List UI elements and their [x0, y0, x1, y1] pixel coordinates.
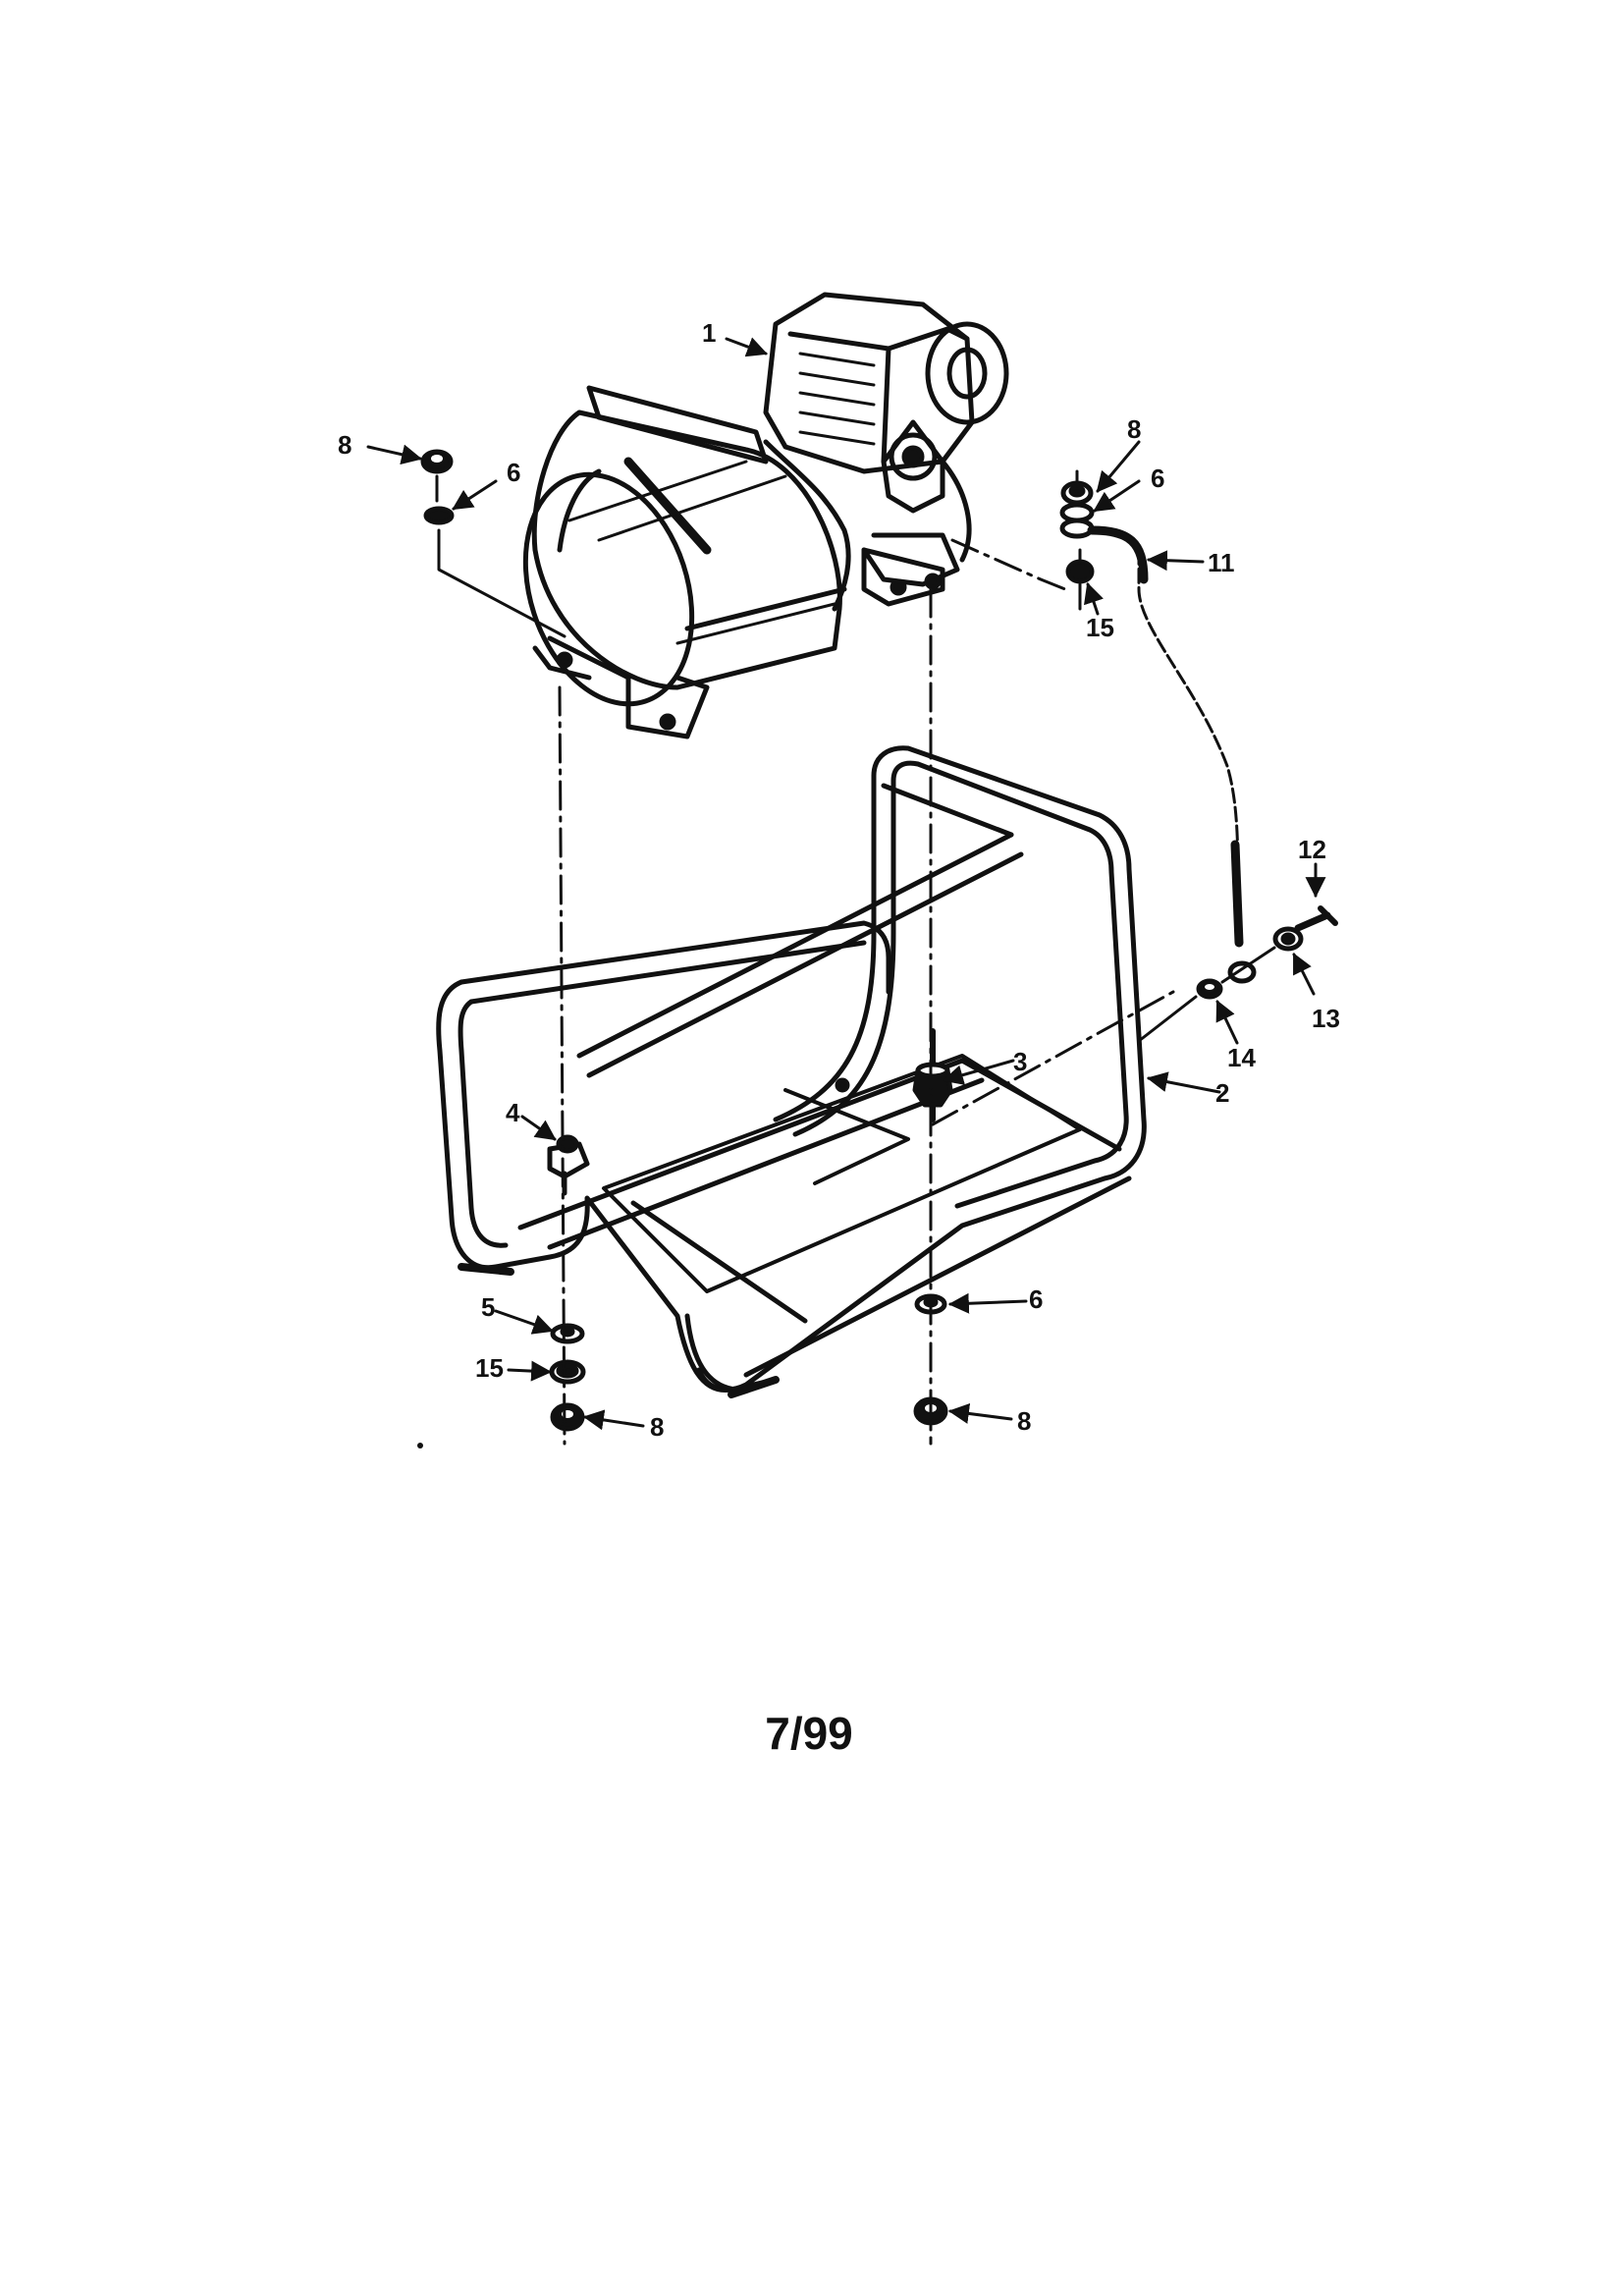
callout-6-top-right: 6 — [1151, 464, 1164, 493]
engine-generator-assembly — [522, 292, 1009, 739]
stray-mark — [417, 1443, 423, 1449]
callout-12: 12 — [1298, 835, 1326, 864]
callout-leaders — [366, 337, 1326, 1431]
page-code: 7/99 — [765, 1708, 853, 1759]
callout-14: 14 — [1227, 1043, 1256, 1072]
callout-numbers: 1 2 3 4 5 6 6 6 8 8 8 8 11 12 13 14 15 1… — [338, 318, 1340, 1442]
callout-13: 13 — [1312, 1004, 1340, 1033]
callout-8-bottom-right: 8 — [1017, 1406, 1031, 1436]
callout-5: 5 — [481, 1292, 495, 1322]
callout-8-bottom-left: 8 — [650, 1412, 664, 1442]
callout-6-top-left: 6 — [507, 458, 520, 487]
callout-8-top-left: 8 — [338, 430, 351, 460]
callout-8-top-right: 8 — [1127, 414, 1141, 444]
hardware-parts — [420, 449, 1338, 1432]
callout-6-bottom-right: 6 — [1029, 1285, 1043, 1314]
callout-15-top: 15 — [1086, 613, 1114, 642]
callout-3: 3 — [1013, 1047, 1027, 1076]
assembly-centerlines — [558, 538, 1175, 1446]
callout-4: 4 — [506, 1098, 520, 1127]
callout-15-bottom: 15 — [475, 1353, 504, 1383]
callout-1: 1 — [702, 318, 716, 348]
callout-2: 2 — [1215, 1078, 1229, 1108]
callout-11: 11 — [1208, 548, 1235, 577]
tube-frame — [436, 745, 1147, 1398]
